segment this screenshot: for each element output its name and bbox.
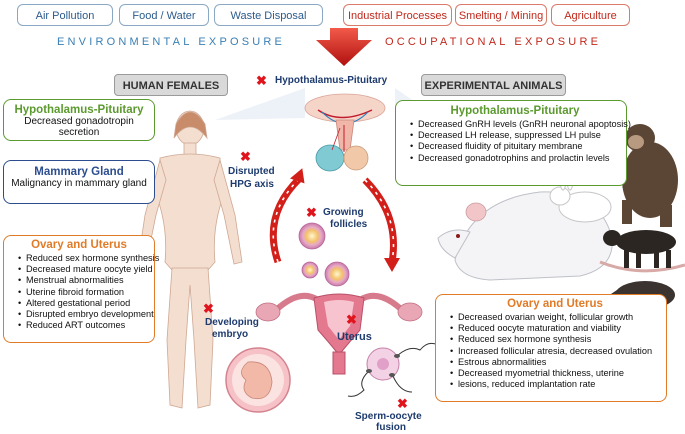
tag-air-pollution: Air Pollution	[17, 4, 113, 26]
animal-hp-box: Hypothalamus-Pituitary Decreased GnRH le…	[395, 100, 631, 186]
tag-waste-disposal: Waste Disposal	[214, 4, 323, 26]
human-hp-text: Decreased gonadotropin secretion	[24, 116, 134, 138]
human-hp-title: Hypothalamus-Pituitary	[14, 104, 144, 116]
uterus-illustration	[255, 292, 423, 375]
list-item: Decreased mature oocyte yield	[18, 264, 153, 275]
human-ovary-uterus-box: Ovary and Uterus Reduced sex hormone syn…	[3, 235, 159, 343]
list-item: Reduced sex hormone synthesis	[450, 334, 662, 345]
human-female-figure	[137, 110, 243, 409]
tag-smelting-mining: Smelting / Mining	[455, 4, 547, 26]
list-item: Reduced ART outcomes	[18, 320, 150, 331]
human-hp-box: Hypothalamus-Pituitary Decreased gonadot…	[3, 99, 155, 141]
list-item: lesions, reduced implantation rate	[450, 379, 662, 390]
list-item: Reduced oocyte maturation and viability	[450, 323, 662, 334]
animal-hp-title: Hypothalamus-Pituitary	[450, 105, 580, 117]
list-item: Decreased ovarian weight, follicular gro…	[450, 312, 662, 323]
developing-embryo-label-2: embryo	[212, 329, 249, 340]
occupational-exposure-label: OCCUPATIONAL EXPOSURE	[385, 36, 602, 48]
list-item: Increased follicular atresia, decreased …	[450, 346, 662, 357]
animal-ovary-uterus-title: Ovary and Uterus	[507, 298, 603, 310]
list-item: Altered gestational period	[18, 298, 150, 309]
cow-illustration	[603, 230, 676, 268]
list-item: Decreased myometrial thickness, uterine	[450, 368, 662, 379]
human-females-header: HUMAN FEMALES	[114, 74, 228, 96]
tag-industrial-processes: Industrial Processes	[343, 4, 452, 26]
pituitary-illustration	[304, 93, 386, 172]
list-item: Decreased LH release, suppressed LH puls…	[410, 130, 622, 141]
disruption-x-icon: ✖	[346, 312, 357, 327]
sperm-oocyte-illustration	[347, 342, 439, 397]
sperm-oocyte-label-1: Sperm-oocyte	[355, 411, 422, 422]
center-hp-label: Hypothalamus-Pituitary	[275, 75, 388, 86]
list-item: Decreased GnRH levels (GnRH neuronal apo…	[410, 119, 631, 130]
list-item: Disrupted embryo development	[18, 309, 154, 320]
list-item: Estrous abnormalities	[450, 357, 662, 368]
mammary-gland-title: Mammary Gland	[34, 166, 124, 178]
mammary-gland-text: Malignancy in mammary gland	[11, 178, 147, 189]
list-item: Decreased gonadotrophins and prolactin l…	[410, 153, 622, 164]
human-ovary-uterus-title: Ovary and Uterus	[31, 239, 127, 251]
environmental-exposure-label: ENVIRONMENTAL EXPOSURE	[57, 36, 286, 48]
developing-embryo-label-1: Developing	[205, 317, 259, 328]
hpg-axis-arrows	[269, 168, 400, 272]
disruption-x-icon: ✖	[306, 205, 317, 220]
sperm-oocyte-label-2: fusion	[376, 422, 406, 433]
mammary-gland-box: Mammary Gland Malignancy in mammary glan…	[3, 160, 155, 204]
animal-hp-list: Decreased GnRH levels (GnRH neuronal apo…	[408, 119, 631, 164]
animal-ovary-uterus-list: Decreased ovarian weight, follicular gro…	[448, 312, 662, 391]
follicles-illustration	[298, 222, 350, 287]
disruption-x-icon: ✖	[240, 149, 251, 164]
chimpanzee-illustration	[622, 124, 678, 227]
disruption-x-icon: ✖	[203, 301, 214, 316]
experimental-animals-header: EXPERIMENTAL ANIMALS	[421, 74, 566, 96]
tag-food-water: Food / Water	[119, 4, 209, 26]
disrupted-hpg-label-2: HPG axis	[230, 179, 274, 190]
list-item: Menstrual abnormalities	[18, 275, 150, 286]
list-item: Decreased fluidity of pituitary membrane	[410, 141, 622, 152]
disruption-x-icon: ✖	[256, 73, 267, 88]
disrupted-hpg-label-1: Disrupted	[228, 166, 275, 177]
growing-follicles-label-1: Growing	[323, 207, 364, 218]
embryo-illustration	[225, 347, 291, 413]
tag-agriculture: Agriculture	[551, 4, 630, 26]
human-ovary-uterus-list: Reduced sex hormone synthesis Decreased …	[16, 253, 159, 332]
animal-ovary-uterus-box: Ovary and Uterus Decreased ovarian weigh…	[435, 294, 667, 402]
growing-follicles-label-2: follicles	[330, 219, 368, 230]
disruption-x-icon: ✖	[397, 396, 408, 411]
list-item: Uterine fibroid formation	[18, 287, 150, 298]
exposure-arrow	[316, 28, 372, 66]
list-item: Reduced sex hormone synthesis	[18, 253, 159, 264]
uterus-label: Uterus	[337, 331, 372, 343]
